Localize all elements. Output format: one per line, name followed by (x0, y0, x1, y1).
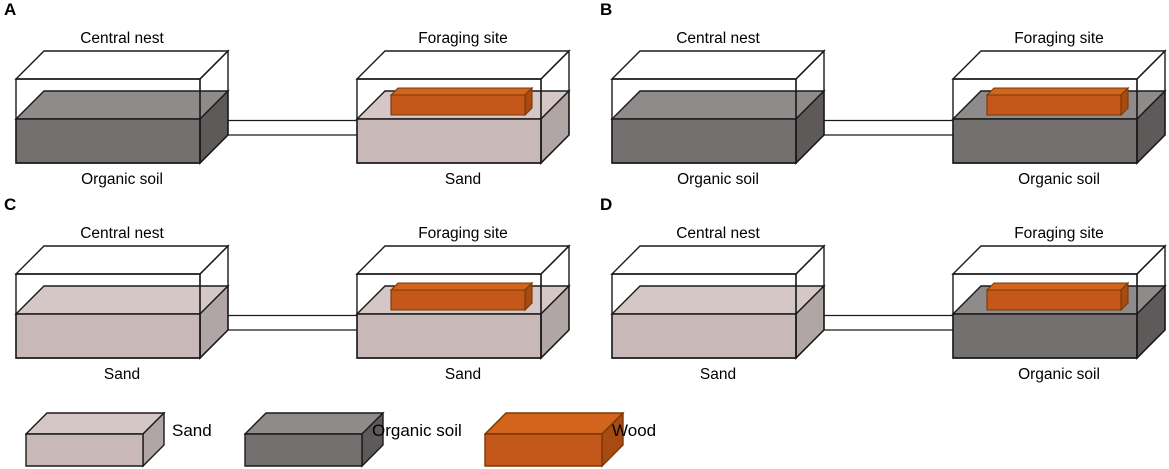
case-top-face (951, 245, 1167, 275)
wood-block-top-face (389, 282, 534, 291)
substrate-front-face (15, 313, 201, 359)
legend-wood-front-face (484, 433, 603, 467)
foraging-site-caption: Organic soil (1018, 366, 1100, 383)
panel-b-diagram: Central nest Foraging site Organic soil … (610, 30, 1167, 188)
central-nest-caption: Organic soil (677, 171, 759, 188)
foraging-site-caption: Sand (445, 366, 481, 383)
panel-a: A Central nest Foraging site Organic soi… (0, 0, 572, 195)
foraging-site-box (951, 49, 1167, 165)
case-top-face (355, 245, 571, 275)
panel-a-letter: A (4, 0, 17, 19)
substrate-top-face (610, 285, 826, 315)
substrate-front-face (356, 118, 542, 164)
legend-sand-top-face (25, 412, 166, 435)
connecting-tube (228, 314, 357, 331)
legend-wood-top-face (484, 412, 625, 435)
foraging-site-caption: Sand (445, 171, 481, 188)
connecting-tube (824, 314, 953, 331)
wood-block-top-face (985, 282, 1130, 291)
case-top-face (610, 50, 826, 80)
case-front-face (611, 78, 797, 164)
central-nest-caption: Sand (104, 366, 140, 383)
panel-b-letter: B (600, 0, 613, 19)
central-nest-title: Central nest (80, 225, 164, 242)
substrate-top-face (610, 90, 826, 120)
legend-sand-swatch (25, 412, 166, 468)
foraging-site-caption: Organic soil (1018, 171, 1100, 188)
wood-block-top-face (389, 87, 534, 96)
substrate-front-face (356, 313, 542, 359)
central-nest-box (610, 244, 826, 360)
legend-sand-front-face (25, 433, 144, 467)
case-front-face (952, 78, 1138, 164)
foraging-site-box (355, 49, 571, 165)
central-nest-box (14, 244, 230, 360)
panel-d-letter: D (600, 195, 613, 214)
case-top-face (14, 245, 230, 275)
legend-organic-soil-swatch (244, 412, 385, 468)
central-nest-box (610, 49, 826, 165)
wood-block-front-face (986, 94, 1122, 116)
case-front-face (15, 273, 201, 359)
panel-a-diagram: Central nest Foraging site Organic soil … (14, 30, 571, 188)
legend-organic_soil-top-face (244, 412, 385, 435)
foraging-site-box (355, 244, 571, 360)
foraging-site-title: Foraging site (418, 30, 508, 47)
connecting-tube (824, 119, 953, 136)
case-top-face (610, 245, 826, 275)
central-nest-title: Central nest (676, 225, 760, 242)
case-top-face (951, 50, 1167, 80)
central-nest-caption: Organic soil (81, 171, 163, 188)
legend-wood-label: Wood (612, 421, 657, 440)
case-top-face (355, 50, 571, 80)
case-front-face (952, 273, 1138, 359)
substrate-front-face (952, 313, 1138, 359)
foraging-site-title: Foraging site (418, 225, 508, 242)
central-nest-title: Central nest (80, 30, 164, 47)
panel-d: D Central nest Foraging site Sand Organi… (596, 195, 1168, 390)
panel-c-diagram: Central nest Foraging site Sand Sand (14, 225, 571, 383)
legend-organic_soil-front-face (244, 433, 363, 467)
case-front-face (356, 78, 542, 164)
legend-organic-soil-label: Organic soil (372, 421, 462, 440)
panel-b: B Central nest Foraging site Organic soi… (596, 0, 1168, 195)
foraging-site-title: Foraging site (1014, 30, 1104, 47)
panel-c-letter: C (4, 195, 17, 214)
substrate-top-face (14, 90, 230, 120)
central-nest-title: Central nest (676, 30, 760, 47)
case-top-face (14, 50, 230, 80)
case-front-face (611, 273, 797, 359)
central-nest-caption: Sand (700, 366, 736, 383)
foraging-site-title: Foraging site (1014, 225, 1104, 242)
substrate-top-face (14, 285, 230, 315)
panel-d-diagram: Central nest Foraging site Sand Organic … (610, 225, 1167, 383)
substrate-front-face (952, 118, 1138, 164)
legend-sand-label: Sand (172, 421, 212, 440)
connecting-tube (228, 119, 357, 136)
case-front-face (15, 78, 201, 164)
substrate-front-face (611, 313, 797, 359)
wood-block-front-face (390, 289, 526, 311)
case-front-face (356, 273, 542, 359)
legend-wood-swatch (484, 412, 625, 468)
wood-block-top-face (985, 87, 1130, 96)
central-nest-box (14, 49, 230, 165)
foraging-site-box (951, 244, 1167, 360)
wood-block-front-face (390, 94, 526, 116)
panel-c: C Central nest Foraging site Sand Sand (0, 195, 572, 390)
substrate-front-face (15, 118, 201, 164)
wood-block-front-face (986, 289, 1122, 311)
substrate-front-face (611, 118, 797, 164)
